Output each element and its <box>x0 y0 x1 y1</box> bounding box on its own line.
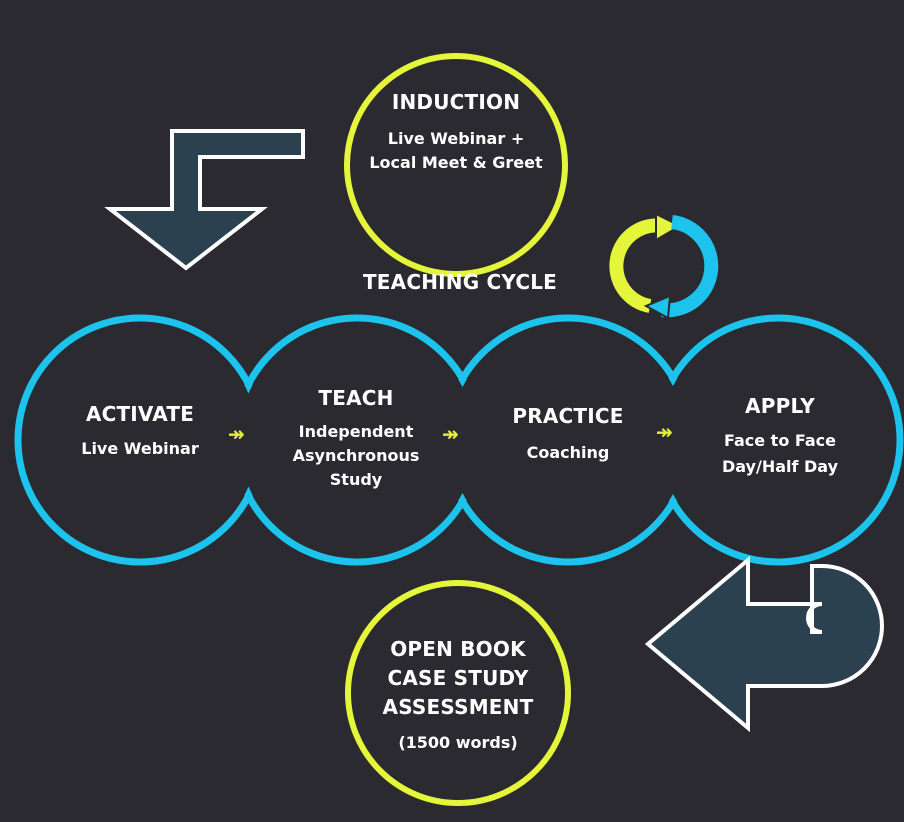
assessment-circle <box>345 580 571 806</box>
induction-title: INDUCTION <box>391 90 521 114</box>
stage-teach-line-1: Independent <box>298 422 414 441</box>
arrow-return-icon <box>644 555 884 733</box>
stage-apply-title: APPLY <box>745 394 815 418</box>
stage-practice-title: PRACTICE <box>512 404 624 428</box>
stage-activate-title: ACTIVATE <box>85 402 195 426</box>
stage-teach-title: TEACH <box>318 386 394 410</box>
stage-apply-line-2: Day/Half Day <box>721 457 839 476</box>
induction-circle <box>344 53 568 277</box>
refresh-cycle-icon <box>609 212 719 320</box>
assessment-line-3: ASSESSMENT <box>382 695 534 719</box>
connector-arrow-icon: ↠ <box>656 420 673 444</box>
stage-apply-line-1: Face to Face <box>723 431 837 450</box>
teaching-cycle-bubbles <box>14 314 904 566</box>
stage-practice-line-1: Coaching <box>526 443 610 462</box>
assessment-line-2: CASE STUDY <box>387 666 529 690</box>
assessment-line-4: (1500 words) <box>398 733 518 752</box>
arrow-down-icon <box>104 129 305 271</box>
induction-line-2: Local Meet & Greet <box>369 153 543 172</box>
teaching-cycle-title: TEACHING CYCLE <box>362 270 558 294</box>
induction-line-1: Live Webinar + <box>387 129 525 148</box>
assessment-line-1: OPEN BOOK <box>390 637 526 661</box>
stage-teach-line-2: Asynchronous <box>292 446 420 465</box>
stage-activate-line-1: Live Webinar <box>81 439 199 458</box>
stage-teach-line-3: Study <box>329 470 383 489</box>
connector-arrow-icon: ↠ <box>228 422 245 446</box>
connector-arrow-icon: ↠ <box>442 422 459 446</box>
